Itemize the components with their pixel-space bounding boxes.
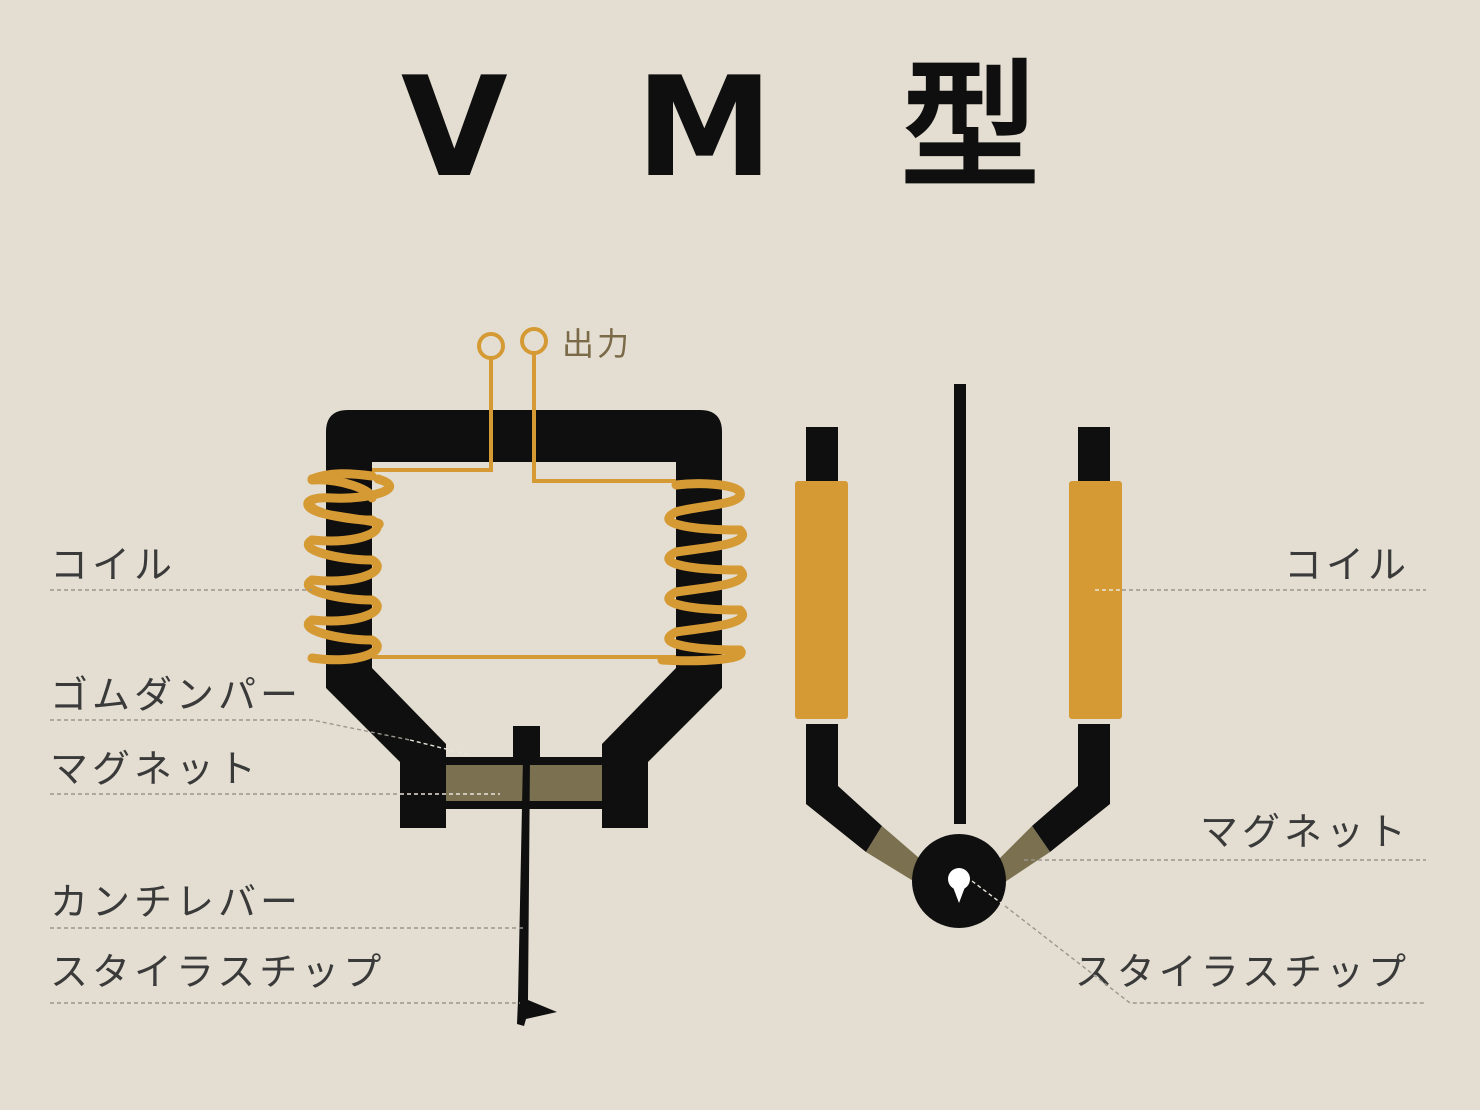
- guide-left-damper: [50, 719, 411, 741]
- right-side-view: [795, 384, 1122, 928]
- center-cantilever: [954, 384, 966, 824]
- page-title: V M 型: [400, 47, 1080, 208]
- label-left-stylus: スタイラスチップ: [50, 950, 385, 994]
- right-diagram-coil-left: [795, 481, 848, 719]
- left-labels: 出力 コイル ゴムダンパー マグネット カンチレバー スタイラスチップ: [50, 325, 632, 1004]
- label-right-magnet: マグネット: [1200, 810, 1410, 854]
- label-left-magnet: マグネット: [50, 747, 260, 791]
- right-diagram-coil-right: [1069, 481, 1122, 719]
- right-labels: コイル マグネット スタイラスチップ: [971, 543, 1426, 1004]
- label-left-cantilever: カンチレバー: [50, 880, 302, 924]
- stylus-tip: [948, 868, 970, 890]
- label-right-coil: コイル: [1284, 543, 1410, 587]
- magnet-left-arm: [866, 826, 926, 882]
- label-left-damper: ゴムダンパー: [50, 673, 302, 717]
- cantilever: [513, 726, 557, 1026]
- guide-right-stylus: [1004, 905, 1426, 1004]
- yoke-body: [326, 410, 722, 828]
- label-left-coil: コイル: [50, 543, 176, 587]
- left-front-view: [303, 327, 747, 1026]
- magnet-right-arm: [994, 826, 1050, 882]
- output-wires: [372, 327, 676, 659]
- right-coil: [657, 479, 747, 666]
- left-coil: [303, 469, 395, 665]
- label-output: 出力: [562, 325, 632, 363]
- label-right-stylus: スタイラスチップ: [1075, 950, 1410, 994]
